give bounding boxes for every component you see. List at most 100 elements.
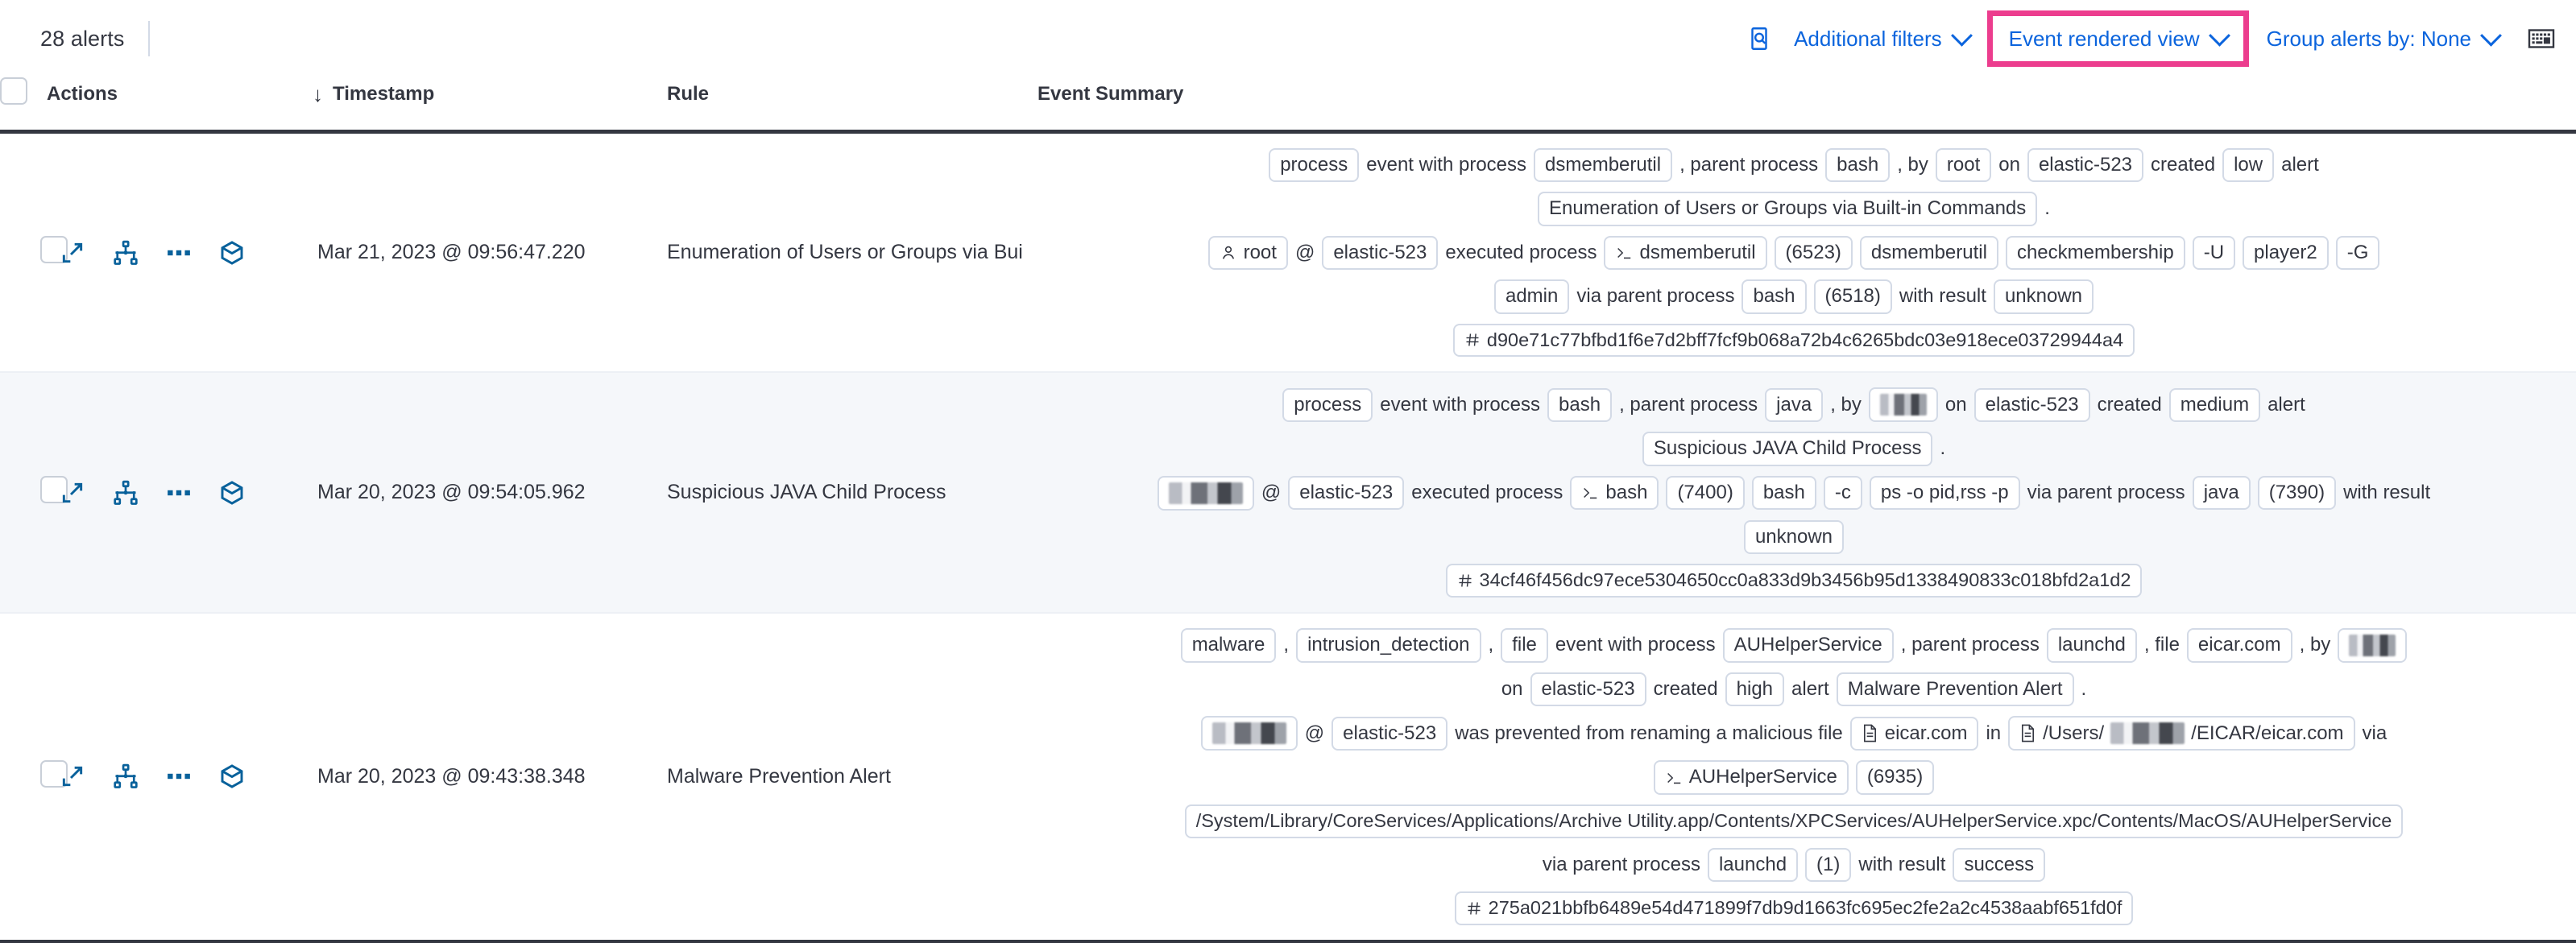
inspect-search-icon[interactable] bbox=[1736, 20, 1783, 57]
summary-chip[interactable]: elastic-523 bbox=[1288, 476, 1405, 511]
summary-chip[interactable]: d90e71c77bfbd1f6e7d2bff7fcf9b068a72b4c62… bbox=[1452, 323, 2135, 358]
analyzer-icon[interactable] bbox=[113, 480, 139, 506]
select-all-checkbox[interactable] bbox=[0, 77, 27, 105]
summary-chip[interactable]: malware bbox=[1180, 628, 1277, 663]
analyzer-icon[interactable] bbox=[113, 763, 139, 789]
analyzer-icon[interactable] bbox=[113, 240, 139, 266]
summary-chip[interactable]: java bbox=[1765, 387, 1824, 423]
summary-chip[interactable]: elastic-523 bbox=[1973, 387, 2090, 423]
summary-chip[interactable]: Enumeration of Users or Groups via Built… bbox=[1538, 192, 2038, 226]
expand-icon[interactable] bbox=[60, 480, 85, 506]
summary-chip[interactable] bbox=[1868, 387, 1938, 423]
column-header-actions[interactable]: Actions bbox=[47, 77, 313, 132]
alerts-table-head: Actions ↓ Timestamp Rule Event Summary bbox=[0, 77, 2576, 132]
event-summary-line: /System/Library/CoreServices/Application… bbox=[1046, 804, 2542, 838]
summary-chip[interactable] bbox=[1200, 716, 1298, 751]
summary-chip[interactable]: root bbox=[1935, 148, 1992, 183]
more-actions-icon[interactable] bbox=[166, 480, 192, 506]
summary-chip[interactable]: (1) bbox=[1805, 847, 1852, 883]
session-view-icon[interactable] bbox=[219, 240, 245, 266]
event-rendered-view-button[interactable]: Event rendered view bbox=[1998, 20, 2238, 58]
summary-chip[interactable]: -c bbox=[1823, 476, 1862, 511]
summary-chip[interactable]: (6935) bbox=[1855, 760, 1935, 795]
row-rule-name[interactable]: Malware Prevention Alert bbox=[667, 764, 891, 788]
summary-chip[interactable]: checkmembership bbox=[2005, 235, 2185, 271]
session-view-icon[interactable] bbox=[219, 480, 245, 506]
summary-chip[interactable]: Suspicious JAVA Child Process bbox=[1642, 432, 1933, 466]
summary-chip[interactable]: elastic-523 bbox=[1322, 235, 1439, 271]
summary-chip[interactable]: (6518) bbox=[1813, 279, 1892, 314]
summary-chip[interactable]: bash bbox=[1825, 148, 1891, 183]
summary-chip-label: Suspicious JAVA Child Process bbox=[1653, 437, 1922, 460]
summary-chip[interactable]: success bbox=[1953, 847, 2046, 883]
column-header-event-summary[interactable]: Event Summary bbox=[1037, 77, 2576, 132]
summary-chip[interactable]: AUHelperService bbox=[1722, 628, 1894, 663]
summary-chip[interactable]: launchd bbox=[1707, 847, 1799, 883]
summary-chip[interactable]: /System/Library/CoreServices/Application… bbox=[1184, 804, 2404, 838]
summary-chip[interactable] bbox=[1157, 475, 1254, 511]
summary-chip[interactable]: unknown bbox=[1743, 519, 1845, 555]
row-rule-name[interactable]: Suspicious JAVA Child Process bbox=[667, 481, 946, 504]
summary-chip[interactable]: low bbox=[2222, 148, 2275, 183]
summary-chip[interactable]: process bbox=[1282, 387, 1373, 423]
summary-chip[interactable]: elastic-523 bbox=[1530, 672, 1646, 707]
summary-chip[interactable]: -U bbox=[2192, 235, 2236, 271]
additional-filters-button[interactable]: Additional filters bbox=[1783, 20, 1981, 58]
keyboard-icon[interactable] bbox=[2528, 28, 2555, 49]
summary-chip[interactable]: file bbox=[1501, 628, 1548, 663]
summary-chip[interactable]: intrusion_detection bbox=[1296, 628, 1481, 663]
summary-chip-label: AUHelperService bbox=[1688, 766, 1837, 788]
summary-chip[interactable]: admin bbox=[1493, 279, 1570, 314]
summary-text: on bbox=[1998, 154, 2020, 176]
summary-chip-label: d90e71c77bfbd1f6e7d2bff7fcf9b068a72b4c62… bbox=[1486, 329, 2124, 350]
summary-chip[interactable]: AUHelperService bbox=[1653, 760, 1849, 795]
group-alerts-by-button[interactable]: Group alerts by: None bbox=[2255, 20, 2510, 58]
summary-chip[interactable]: unknown bbox=[1993, 279, 2094, 314]
summary-text: , by bbox=[1830, 393, 1862, 416]
summary-chip[interactable]: ps -o pid,rss -p bbox=[1869, 476, 2020, 511]
column-header-rule[interactable]: Rule bbox=[667, 77, 1037, 132]
expand-icon[interactable] bbox=[60, 240, 85, 266]
summary-chip[interactable]: eicar.com bbox=[1849, 716, 1979, 751]
session-view-icon[interactable] bbox=[219, 763, 245, 789]
summary-chip[interactable]: 34cf46f456dc97ece5304650cc0a833d9b3456b9… bbox=[1445, 564, 2143, 598]
more-actions-icon[interactable] bbox=[166, 240, 192, 266]
more-actions-icon[interactable] bbox=[166, 763, 192, 789]
summary-chip[interactable]: bash bbox=[1741, 279, 1807, 314]
summary-chip[interactable]: medium bbox=[2168, 387, 2261, 423]
summary-chip[interactable]: java bbox=[2192, 476, 2251, 511]
summary-chip[interactable]: 275a021bbfb6489e54d471899f7db9d1663fc695… bbox=[1454, 891, 2134, 925]
summary-chip[interactable]: bash bbox=[1570, 476, 1659, 511]
summary-chip[interactable]: (6523) bbox=[1774, 235, 1853, 271]
row-select-cell bbox=[0, 132, 68, 373]
summary-chip[interactable]: root bbox=[1207, 235, 1288, 271]
summary-chip[interactable]: (7390) bbox=[2257, 476, 2337, 511]
summary-chip[interactable]: (7400) bbox=[1666, 476, 1745, 511]
summary-chip[interactable]: process bbox=[1269, 148, 1360, 183]
summary-chip[interactable]: launchd bbox=[2046, 628, 2137, 663]
summary-chip[interactable]: -G bbox=[2335, 235, 2380, 271]
summary-text: @ bbox=[1304, 722, 1325, 744]
summary-chip[interactable]: player2 bbox=[2243, 235, 2329, 271]
expand-icon[interactable] bbox=[60, 763, 85, 789]
summary-chip[interactable] bbox=[2338, 628, 2408, 664]
summary-chip[interactable]: eicar.com bbox=[2186, 628, 2292, 663]
summary-chip[interactable]: Malware Prevention Alert bbox=[1836, 672, 2074, 707]
summary-chip[interactable]: dsmemberutil bbox=[1534, 148, 1673, 183]
summary-text: event with process bbox=[1555, 634, 1716, 656]
row-rule-name[interactable]: Enumeration of Users or Groups via Bui bbox=[667, 241, 1023, 264]
summary-chip[interactable]: bash bbox=[1547, 387, 1613, 423]
summary-chip[interactable]: high bbox=[1725, 672, 1785, 707]
summary-chip[interactable]: elastic-523 bbox=[2027, 148, 2144, 183]
summary-chip[interactable]: dsmemberutil bbox=[1604, 235, 1767, 271]
summary-chip[interactable]: elastic-523 bbox=[1331, 716, 1448, 751]
summary-chip[interactable]: /Users//EICAR/eicar.com bbox=[2008, 716, 2355, 751]
summary-chip[interactable]: bash bbox=[1751, 476, 1816, 511]
summary-chip[interactable]: dsmemberutil bbox=[1859, 235, 1998, 271]
column-header-timestamp[interactable]: ↓ Timestamp bbox=[313, 77, 667, 132]
